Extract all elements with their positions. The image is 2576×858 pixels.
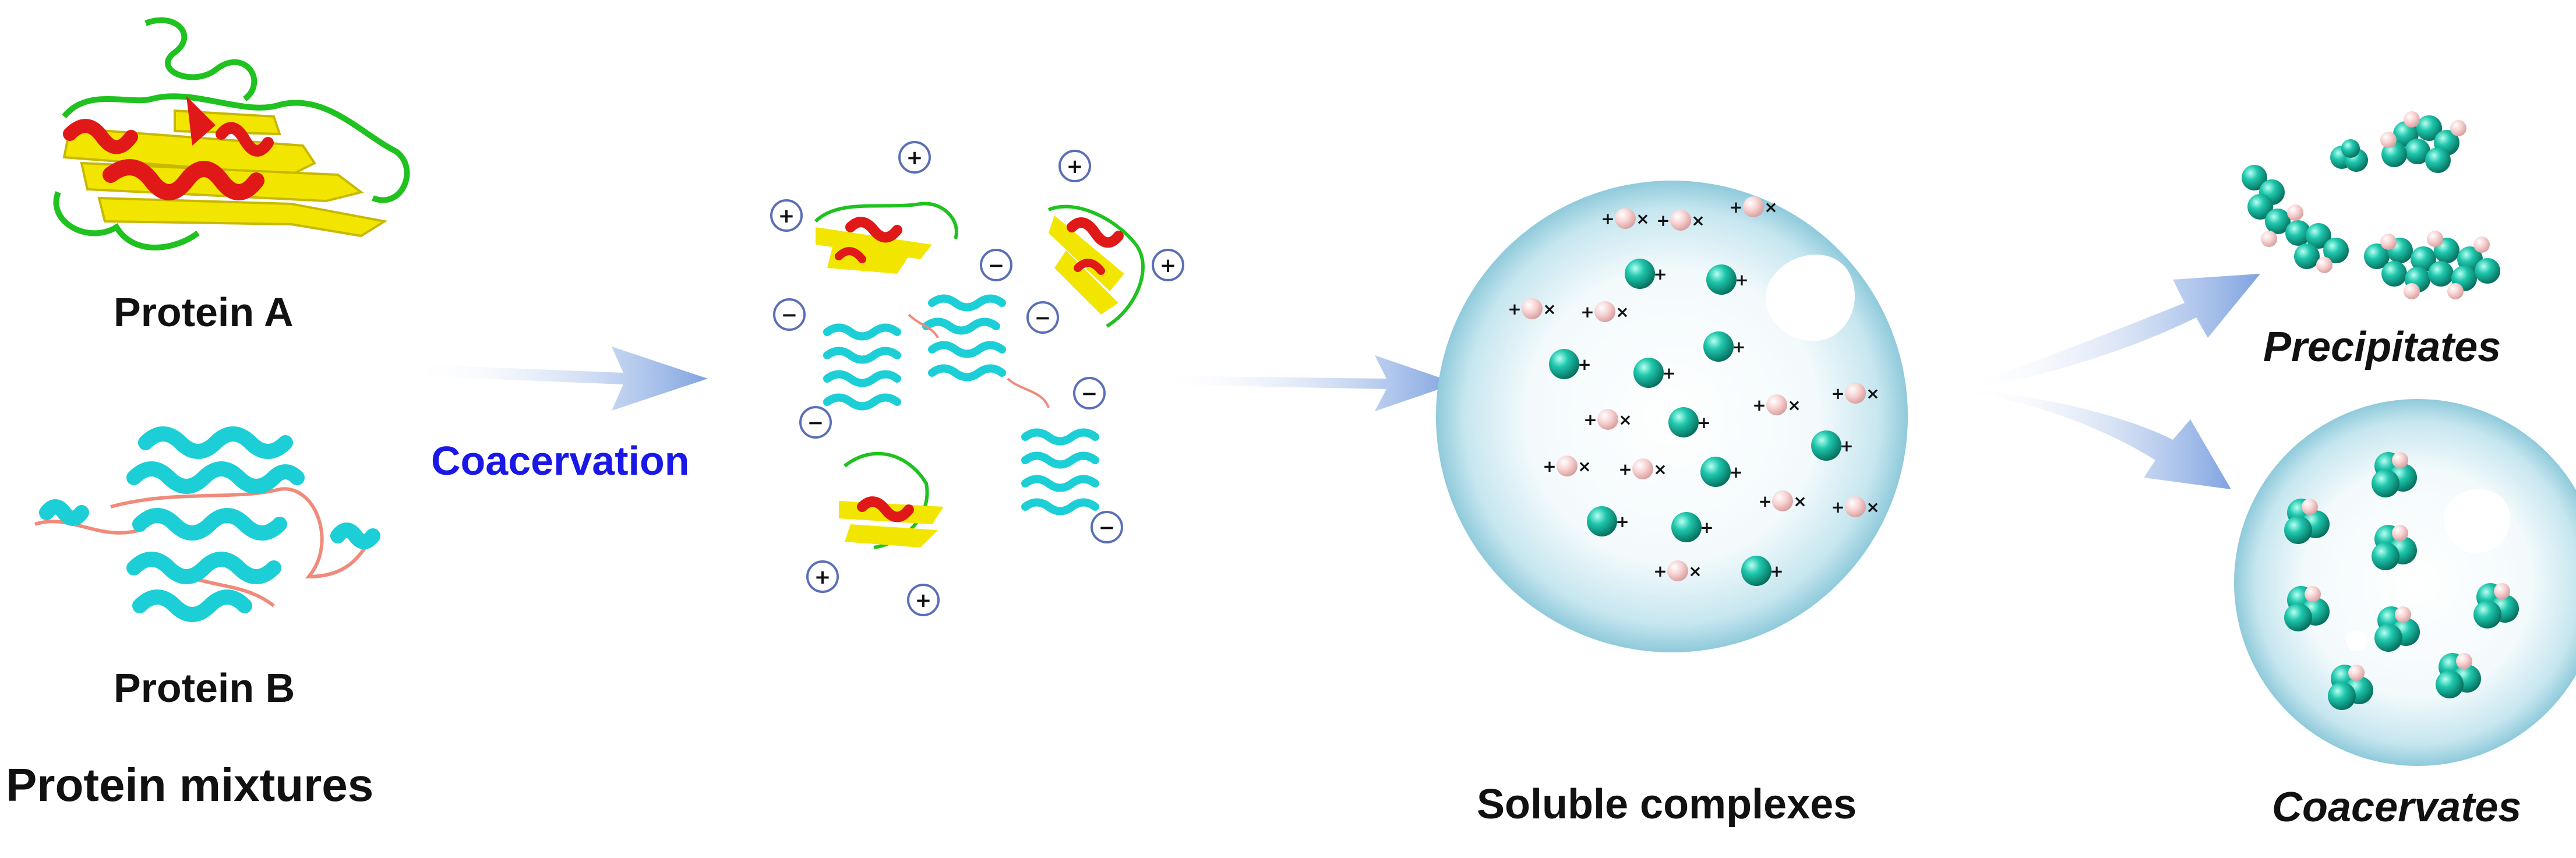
- protein-mixtures-label: Protein mixtures: [6, 759, 373, 811]
- svg-text:×: ×: [1578, 457, 1591, 476]
- svg-text:×: ×: [1866, 384, 1879, 403]
- svg-text:−: −: [1099, 516, 1116, 539]
- svg-text:×: ×: [1543, 299, 1556, 319]
- svg-text:+: +: [1583, 410, 1597, 429]
- svg-text:+: +: [778, 204, 795, 228]
- svg-text:+: +: [1729, 462, 1742, 482]
- svg-text:+: +: [1580, 302, 1594, 322]
- svg-text:×: ×: [1793, 492, 1806, 511]
- svg-text:+: +: [1697, 413, 1710, 432]
- svg-text:×: ×: [1615, 302, 1629, 322]
- svg-text:×: ×: [1688, 562, 1702, 581]
- arrow-to-precipitates: [1960, 274, 2260, 391]
- svg-text:+: +: [814, 566, 831, 589]
- svg-text:+: +: [915, 589, 932, 612]
- svg-text:+: +: [1578, 355, 1591, 374]
- svg-text:+: +: [1700, 518, 1713, 537]
- precipitates-aggregates: [2242, 111, 2500, 299]
- soluble-teal-particles: [1549, 259, 1841, 586]
- svg-text:+: +: [1653, 562, 1667, 581]
- protein-a-structure: [53, 17, 410, 250]
- protein-a-small-2: [1047, 204, 1145, 328]
- svg-text:×: ×: [1866, 497, 1879, 517]
- svg-text:×: ×: [1636, 209, 1649, 228]
- protein-b-structure: [34, 426, 380, 622]
- svg-text:+: +: [1508, 299, 1521, 319]
- svg-text:+: +: [1729, 197, 1742, 217]
- protein-a-small-3: [839, 451, 944, 549]
- svg-text:×: ×: [1787, 396, 1801, 415]
- svg-text:+: +: [1067, 155, 1084, 178]
- svg-text:+: +: [1758, 492, 1772, 511]
- svg-text:+: +: [1752, 396, 1766, 415]
- svg-text:+: +: [1656, 211, 1670, 230]
- svg-text:+: +: [906, 146, 923, 170]
- svg-text:×: ×: [1653, 460, 1667, 479]
- svg-text:×: ×: [1691, 211, 1705, 230]
- coacervates-droplet: [2234, 399, 2576, 766]
- protein-b-small-1: [823, 323, 901, 411]
- arrow-to-charged-proteins: [408, 347, 708, 411]
- svg-text:−: −: [1035, 306, 1051, 330]
- svg-text:+: +: [1615, 512, 1629, 531]
- soluble-pink-particles: [1522, 196, 1866, 581]
- svg-text:+: +: [1732, 337, 1745, 356]
- precipitates-label: Precipitates: [2263, 324, 2501, 370]
- svg-text:+: +: [1770, 562, 1783, 581]
- svg-text:+: +: [1735, 270, 1748, 289]
- svg-text:−: −: [781, 303, 798, 327]
- soluble-complexes-droplet: + × + × + × + × + × + × + × + × + × + × + × + × + × +…: [1436, 181, 1908, 652]
- svg-text:+: +: [1601, 209, 1614, 228]
- arrow-to-coacervates: [1960, 387, 2231, 489]
- svg-text:+: +: [1662, 363, 1675, 383]
- svg-text:+: +: [1831, 497, 1844, 517]
- coacervates-label: Coacervates: [2272, 784, 2521, 831]
- svg-text:+: +: [1831, 384, 1844, 403]
- soluble-complexes-label: Soluble complexes: [1477, 781, 1857, 828]
- svg-text:+: +: [1840, 436, 1853, 456]
- svg-text:×: ×: [1764, 197, 1777, 217]
- arrow-to-soluble-complexes: [1153, 355, 1456, 411]
- svg-text:+: +: [1160, 254, 1177, 277]
- charged-protein-cluster: + + + + − − − − − − + +: [770, 141, 1184, 616]
- coacervation-label: Coacervation: [431, 438, 689, 483]
- svg-text:+: +: [1543, 457, 1556, 476]
- protein-b-label: Protein B: [114, 665, 295, 711]
- protein-b-small-2: [922, 294, 1006, 382]
- coacervate-clusters: [2284, 452, 2519, 710]
- svg-text:−: −: [1081, 382, 1098, 405]
- svg-text:−: −: [807, 411, 824, 435]
- protein-a-small-1: [814, 202, 958, 274]
- protein-a-label: Protein A: [114, 289, 294, 335]
- svg-text:−: −: [988, 254, 1005, 277]
- svg-text:×: ×: [1618, 410, 1632, 429]
- svg-text:+: +: [1618, 460, 1632, 479]
- protein-b-small-3: [1021, 428, 1099, 515]
- svg-text:+: +: [1653, 264, 1667, 284]
